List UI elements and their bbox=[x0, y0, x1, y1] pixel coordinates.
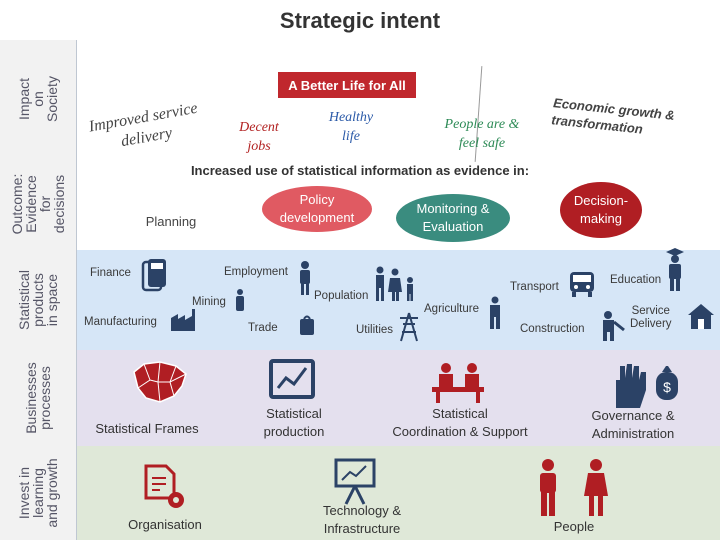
band-label-invest: Invest in learning and growth bbox=[16, 458, 60, 528]
presentation-icon bbox=[334, 458, 376, 505]
better-life-banner-text: A Better Life for All bbox=[288, 77, 406, 93]
service-delivery-icon bbox=[688, 304, 714, 329]
people-label: People bbox=[553, 519, 595, 534]
agriculture-label: Agriculture bbox=[424, 303, 479, 315]
band-label-products: Statistical products in space bbox=[16, 270, 60, 330]
coordination-icon bbox=[432, 363, 484, 403]
chart-board-icon bbox=[269, 359, 315, 399]
organisation-label: Organisation bbox=[128, 517, 202, 532]
side-strip bbox=[0, 40, 76, 540]
service-delivery-label: Service Delivery bbox=[630, 305, 672, 330]
page-title: Strategic intent bbox=[279, 8, 441, 33]
band-label-impact: Impact on Society bbox=[16, 76, 60, 122]
transport-icon bbox=[570, 272, 594, 297]
governance-icon: $ bbox=[616, 364, 678, 408]
monitoring-blob: Monitoring & Evaluation bbox=[396, 194, 510, 242]
utilities-label: Utilities bbox=[356, 324, 394, 336]
band-label-businesses: Businesses processes bbox=[23, 362, 53, 434]
utilities-icon bbox=[400, 312, 418, 342]
policy-label: Policy development bbox=[279, 192, 355, 225]
side-divider bbox=[76, 40, 77, 540]
mining-icon bbox=[236, 289, 244, 311]
trade-label: Trade bbox=[248, 322, 278, 334]
statistical-production-label: Statistical production bbox=[263, 406, 325, 439]
governance-label: Governance & Administration bbox=[591, 408, 675, 441]
planning-label: Planning bbox=[145, 213, 197, 229]
policy-blob: Policy development bbox=[262, 186, 372, 232]
svg-text:$: $ bbox=[663, 379, 671, 395]
education-icon bbox=[666, 248, 684, 291]
outcome-heading: Increased use of statistical information… bbox=[190, 163, 530, 178]
statistical-frames-label: Statistical Frames bbox=[95, 421, 199, 436]
monitoring-label: Monitoring & Evaluation bbox=[416, 201, 490, 234]
people-are-safe: People are & feel safe bbox=[444, 117, 520, 151]
technology-label: Technology & Infrastructure bbox=[322, 503, 402, 536]
manufacturing-icon bbox=[171, 309, 195, 331]
manufacturing-label: Manufacturing bbox=[84, 316, 157, 328]
finance-icon bbox=[141, 259, 166, 292]
map-icon bbox=[133, 361, 187, 403]
decision-blob: Decision- making bbox=[560, 182, 642, 238]
agriculture-icon bbox=[490, 296, 500, 329]
products-band bbox=[0, 250, 720, 350]
organisation-icon bbox=[144, 464, 184, 508]
planning-blob: Planning bbox=[118, 196, 224, 246]
employment-icon bbox=[300, 261, 310, 295]
decent-jobs: Decent jobs bbox=[239, 120, 279, 154]
people-icon bbox=[540, 459, 608, 516]
decision-label: Decision- making bbox=[573, 193, 629, 226]
construction-label: Construction bbox=[520, 323, 585, 335]
band-label-outcome: Outcome: Evidence for decisions bbox=[9, 173, 67, 235]
employment-label: Employment bbox=[224, 266, 288, 278]
trade-icon bbox=[300, 315, 314, 335]
finance-label: Finance bbox=[90, 267, 131, 279]
healthy-life: Healthy life bbox=[328, 110, 374, 144]
mining-label: Mining bbox=[192, 296, 226, 308]
transport-label: Transport bbox=[510, 281, 559, 293]
construction-icon bbox=[603, 311, 625, 341]
statistical-coordination-label: Statistical Coordination & Support bbox=[392, 406, 528, 439]
education-label: Education bbox=[610, 274, 662, 286]
better-life-banner: A Better Life for All bbox=[278, 72, 416, 98]
business-band bbox=[0, 350, 720, 446]
population-icon bbox=[376, 266, 413, 301]
population-label: Population bbox=[314, 290, 369, 302]
